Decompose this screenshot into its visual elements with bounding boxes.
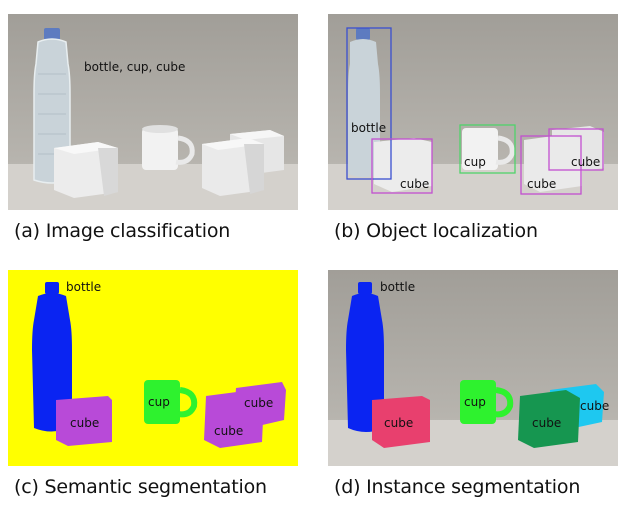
cup-label: cup bbox=[464, 395, 486, 409]
caption-c: (c) Semantic segmentation bbox=[14, 476, 267, 498]
cube-bounding-box bbox=[548, 128, 604, 171]
bottle-label: bottle bbox=[351, 121, 386, 135]
panel-object-localization: bottle cube cup cube cube bbox=[328, 14, 618, 210]
caption-d: (d) Instance segmentation bbox=[334, 476, 581, 498]
photo-instance-segmentation: bottle cube cup cube cube bbox=[328, 270, 618, 466]
cup-label: cup bbox=[464, 155, 486, 169]
cube-object bbox=[54, 142, 118, 198]
cup-bounding-box bbox=[459, 124, 516, 174]
bottle-label: bottle bbox=[380, 280, 415, 294]
cup-mask bbox=[460, 380, 514, 424]
cube-label: cube bbox=[527, 177, 556, 191]
cube-label: cube bbox=[400, 177, 429, 191]
cube-label: cube bbox=[571, 155, 600, 169]
classification-label: bottle, cup, cube bbox=[84, 60, 185, 74]
cube-label: cube bbox=[214, 424, 243, 438]
cube-mask bbox=[204, 390, 264, 448]
cube-bounding-box bbox=[520, 135, 582, 195]
cube-label: cube bbox=[70, 416, 99, 430]
cube-mask bbox=[372, 396, 430, 448]
cube-object bbox=[202, 138, 264, 196]
panel-instance-segmentation: bottle cube cup cube cube bbox=[328, 270, 618, 466]
bottle-mask bbox=[32, 282, 72, 432]
segmentation-map-semantic: bottle cube cup cube cube bbox=[8, 270, 298, 466]
caption-b: (b) Object localization bbox=[334, 220, 538, 242]
caption-a: (a) Image classification bbox=[14, 220, 231, 242]
cup-object bbox=[142, 125, 195, 170]
cube-bounding-box bbox=[371, 138, 433, 194]
cube-mask bbox=[56, 396, 112, 446]
cube-label: cube bbox=[244, 396, 273, 410]
panel-semantic-segmentation: bottle cube cup cube cube bbox=[8, 270, 298, 466]
cube-mask bbox=[518, 390, 580, 448]
bottle-label: bottle bbox=[66, 280, 101, 294]
cube-label: cube bbox=[384, 416, 413, 430]
cup-label: cup bbox=[148, 395, 170, 409]
bottle-mask bbox=[346, 282, 384, 432]
photo-localization: bottle cube cup cube cube bbox=[328, 14, 618, 210]
bottle-bounding-box bbox=[346, 27, 392, 180]
cube-label: cube bbox=[532, 416, 561, 430]
panel-image-classification: bottle, cup, cube bbox=[8, 14, 298, 210]
cup-mask bbox=[144, 380, 198, 424]
photo-classification: bottle, cup, cube bbox=[8, 14, 298, 210]
cube-label: cube bbox=[580, 399, 609, 413]
